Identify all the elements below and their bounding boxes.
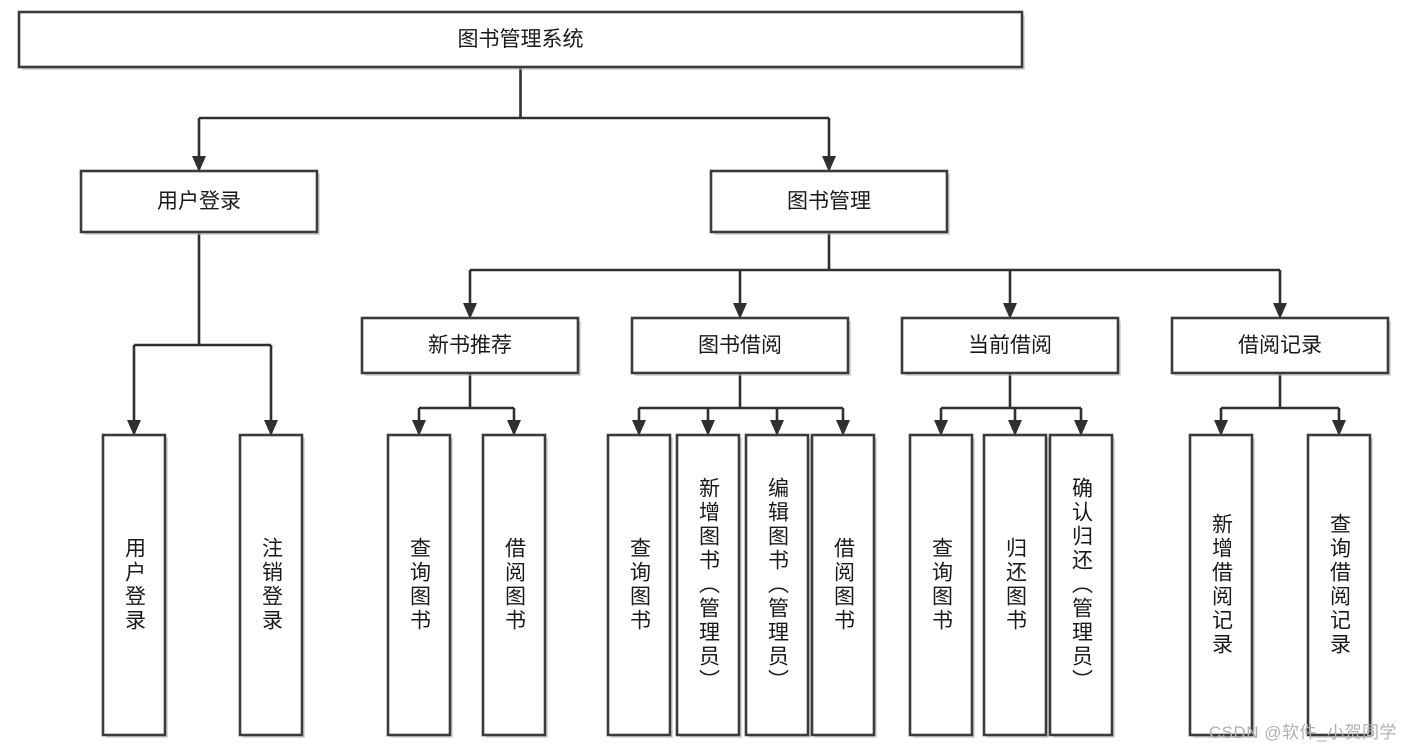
arrow-head-icon	[264, 420, 278, 436]
arrow-head-icon	[507, 420, 521, 436]
leaf-box-book_borrow-2[interactable]	[744, 433, 810, 737]
arrow-head-icon	[822, 156, 836, 172]
arrow-head-icon	[836, 420, 850, 436]
leaf-box-user_login-0[interactable]	[101, 433, 167, 737]
arrow-head-icon	[412, 420, 426, 436]
connectors-layer	[127, 67, 1346, 436]
arrow-head-icon	[733, 303, 747, 319]
arrow-head-icon	[1214, 420, 1228, 436]
node-level2-box-1[interactable]	[709, 169, 949, 234]
node-level3-box-2[interactable]	[900, 316, 1120, 375]
arrow-head-icon	[1074, 420, 1088, 436]
arrow-head-icon	[1332, 420, 1346, 436]
leaf-box-book_borrow-0[interactable]	[606, 433, 672, 737]
boxes-layer	[17, 10, 1391, 738]
leaf-box-borrow_record-0[interactable]	[1188, 433, 1254, 737]
csdn-watermark: CSDN @软件_小贺同学	[1208, 723, 1397, 742]
node-level2-box-0[interactable]	[79, 169, 319, 234]
node-level3-label-3: 借阅记录	[1238, 334, 1322, 357]
node-level3-label-1: 图书借阅	[698, 334, 782, 357]
node-level3-box-3[interactable]	[1170, 316, 1390, 375]
arrow-head-icon	[1003, 303, 1017, 319]
node-root-box[interactable]	[17, 10, 1024, 69]
node-level3-box-1[interactable]	[630, 316, 850, 375]
arrow-head-icon	[770, 420, 784, 436]
leaf-box-current_borrow-0[interactable]	[908, 433, 974, 737]
node-level2-label-0: 用户登录	[157, 190, 241, 213]
leaf-box-current_borrow-1[interactable]	[982, 433, 1048, 737]
node-level3-label-2: 当前借阅	[968, 334, 1052, 357]
arrow-head-icon	[632, 420, 646, 436]
arrow-head-icon	[463, 303, 477, 319]
leaf-box-book_borrow-1[interactable]	[675, 433, 741, 737]
arrow-head-icon	[701, 420, 715, 436]
node-level3-label-0: 新书推荐	[428, 334, 512, 357]
leaf-box-user_login-1[interactable]	[238, 433, 304, 737]
arrow-head-icon	[1273, 303, 1287, 319]
leaf-box-new_book_recommend-0[interactable]	[386, 433, 452, 737]
node-root-label: 图书管理系统	[458, 28, 584, 51]
arrow-head-icon	[192, 156, 206, 172]
arrow-head-icon	[1008, 420, 1022, 436]
arrow-head-icon	[127, 420, 141, 436]
leaf-box-borrow_record-1[interactable]	[1306, 433, 1372, 737]
leaf-box-new_book_recommend-1[interactable]	[481, 433, 547, 737]
arrow-head-icon	[934, 420, 948, 436]
leaf-box-book_borrow-3[interactable]	[810, 433, 876, 737]
node-level2-label-1: 图书管理	[787, 190, 871, 213]
leaf-box-current_borrow-2[interactable]	[1048, 433, 1114, 737]
node-level3-box-0[interactable]	[360, 316, 580, 375]
